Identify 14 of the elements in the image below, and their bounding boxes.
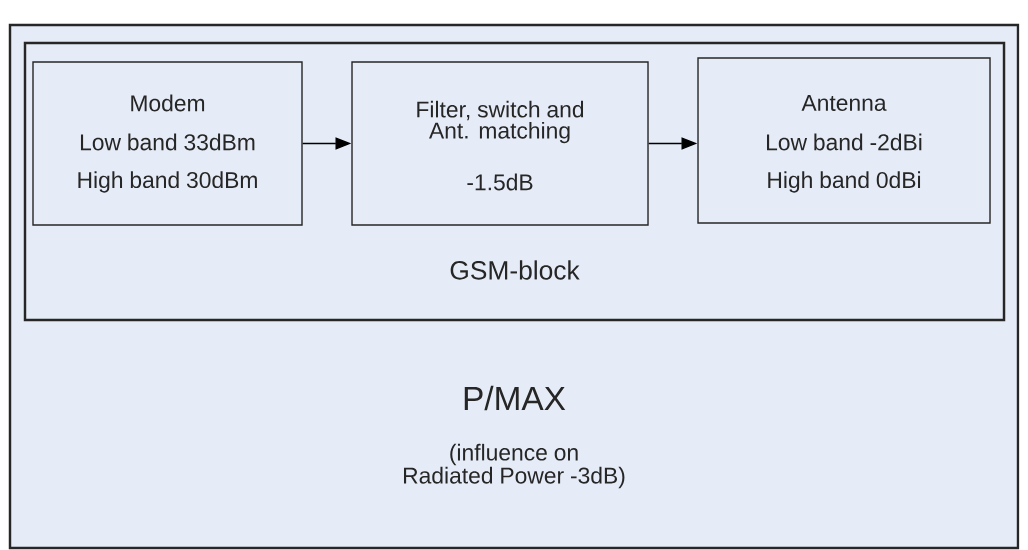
box-text: High band 30dBm bbox=[78, 171, 257, 193]
box-text: Antenna bbox=[801, 95, 887, 111]
process-box bbox=[32, 61, 303, 226]
box-text: -1.5dB bbox=[467, 173, 533, 191]
process-box bbox=[697, 57, 991, 224]
box-text: Low band 33dBm bbox=[80, 133, 255, 151]
box-text: Filter, switch and Ant. matching bbox=[417, 100, 584, 144]
box-text: GSM-block bbox=[450, 260, 580, 280]
box-text: (influence on Radiated Power -3dB) bbox=[404, 443, 625, 489]
box-text: Low band -2dBi bbox=[767, 133, 922, 151]
box-text: Modem bbox=[131, 94, 205, 112]
process-box bbox=[351, 61, 649, 226]
box-text: P/MAX bbox=[464, 385, 566, 411]
box-text: High band 0dBi bbox=[768, 171, 921, 193]
